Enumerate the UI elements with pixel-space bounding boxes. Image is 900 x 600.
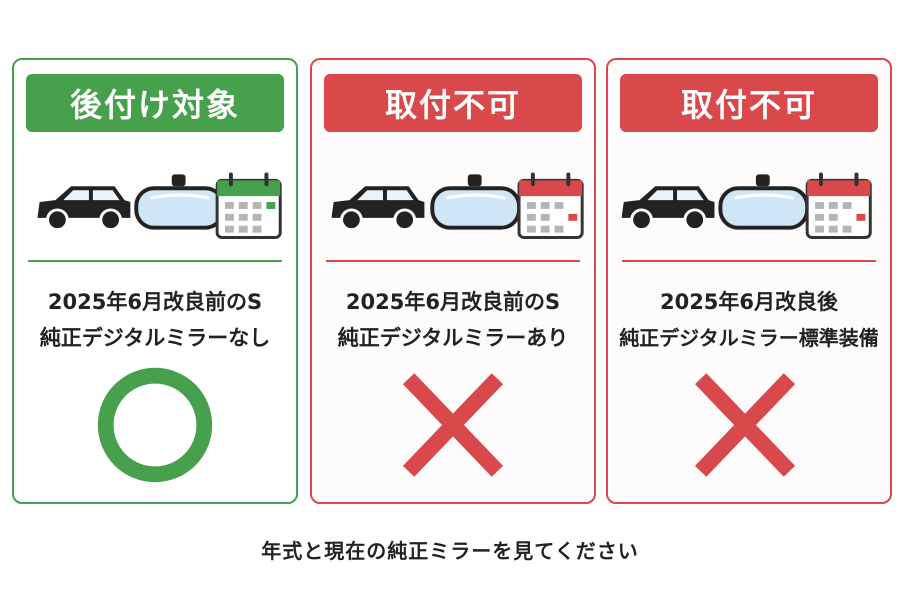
divider (28, 260, 282, 262)
car-icon (37, 186, 131, 232)
calendar-icon (805, 172, 872, 240)
cross-mark (402, 373, 504, 477)
condition-line-2: 純正デジタルミラーあり (337, 326, 569, 350)
status-badge: 取付不可 (324, 74, 582, 132)
rearview-mirror-icon (718, 174, 810, 230)
condition-line-2: 純正デジタルミラー標準装備 (619, 326, 879, 350)
card-not-installable-1: 取付不可 2025年6月改良前のS 純正デジタルミラーあり (310, 58, 596, 504)
calendar-icon (215, 172, 282, 240)
icon-row (37, 172, 282, 240)
rearview-mirror-icon (430, 174, 522, 230)
cross-mark (694, 373, 796, 477)
rearview-mirror-icon (134, 174, 226, 230)
card-retrofit-eligible: 後付け対象 2025年6月改良前のS 純正デジタルミラーなし (12, 58, 298, 504)
condition-line-1: 2025年6月改良後 (659, 290, 839, 314)
car-icon (331, 186, 425, 232)
footer-note: 年式と現在の純正ミラーを見てください (261, 539, 639, 563)
status-badge: 後付け対象 (26, 74, 284, 132)
condition-line-1: 2025年6月改良前のS (47, 290, 263, 314)
divider (622, 260, 876, 262)
divider (326, 260, 580, 262)
card-not-installable-2: 取付不可 2025年6月改良後 純正デジタルミラー標準装備 (606, 58, 892, 504)
icon-row (331, 172, 584, 240)
calendar-icon (517, 172, 584, 240)
circle-mark (97, 367, 213, 483)
status-badge: 取付不可 (620, 74, 878, 132)
condition-line-1: 2025年6月改良前のS (345, 290, 561, 314)
icon-row (621, 172, 872, 240)
condition-line-2: 純正デジタルミラーなし (39, 326, 271, 350)
car-icon (621, 186, 715, 232)
